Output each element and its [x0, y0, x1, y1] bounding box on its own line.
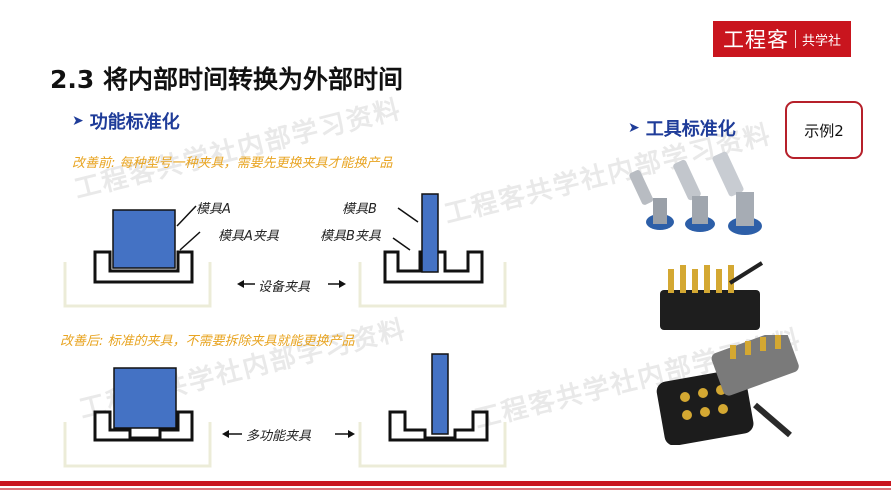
pointer-line [176, 205, 197, 227]
equipment-base-right [358, 262, 507, 308]
connector-icon [712, 151, 762, 235]
equipment-base-right [358, 422, 507, 468]
mold-b-block [431, 353, 449, 435]
brand-name: 工程客 [722, 28, 789, 52]
page-title: 2.3 将内部时间转换为外部时间 [50, 65, 403, 94]
arrow-left-icon [222, 430, 229, 438]
brand-logo: 工程客 共学社 [713, 21, 851, 57]
arrow-left-icon [237, 280, 244, 288]
before-note: 改善前: 每种型号一种夹具，需要先更换夹具才能换产品 [72, 156, 393, 171]
label-mold-b: 模具B [342, 202, 377, 217]
label-equipment-fixture: 设备夹具 [258, 280, 311, 295]
section-label: 功能标准化 [89, 112, 180, 133]
arrow-right-icon [348, 430, 355, 438]
mold-a-block [113, 367, 177, 429]
bottom-stripe [0, 481, 891, 486]
label-multi-fixture: 多功能夹具 [246, 429, 312, 444]
brand-divider [794, 30, 796, 48]
multi-coupling-photo [656, 335, 799, 445]
connector-icon [629, 170, 674, 230]
fixture-b-shape [383, 250, 484, 284]
pointer-line [392, 237, 411, 251]
fixture-a-shape [93, 250, 194, 284]
brand-sub: 共学社 [801, 33, 841, 49]
lever-icon [728, 261, 764, 285]
section-heading-functional: ➤ 功能标准化 [72, 108, 180, 134]
after-diagram [63, 353, 507, 468]
label-mold-a: 模具A [196, 202, 231, 217]
label-fixture-a: 模具A夹具 [218, 229, 279, 244]
lever-icon [753, 402, 792, 438]
equipment-base-left [63, 422, 212, 468]
pointer-line [179, 231, 201, 251]
bottom-stripe-thin [0, 488, 891, 490]
label-fixture-b: 模具B夹具 [320, 229, 381, 244]
section-heading-tooling: ➤ 工具标准化 [628, 115, 736, 141]
multi-fixture-shape-right [388, 410, 489, 442]
equipment-base-left [63, 262, 212, 308]
example-badge: 示例2 [785, 101, 863, 159]
after-note: 改善后: 标准的夹具，不需要拆除夹具就能更换产品 [60, 334, 355, 349]
before-diagram [63, 193, 507, 308]
pointer-line [397, 207, 419, 223]
manifold-block-photo [660, 261, 764, 330]
mold-b-block [421, 193, 439, 273]
mold-a-block [112, 209, 176, 269]
section-label: 工具标准化 [645, 119, 736, 140]
bullet-arrow-icon: ➤ [72, 113, 84, 129]
connector-icon [673, 159, 715, 232]
bullet-arrow-icon: ➤ [628, 120, 640, 136]
multi-fixture-shape-left [93, 410, 194, 442]
arrow-right-icon [339, 280, 346, 288]
quick-connector-photo [629, 151, 762, 235]
